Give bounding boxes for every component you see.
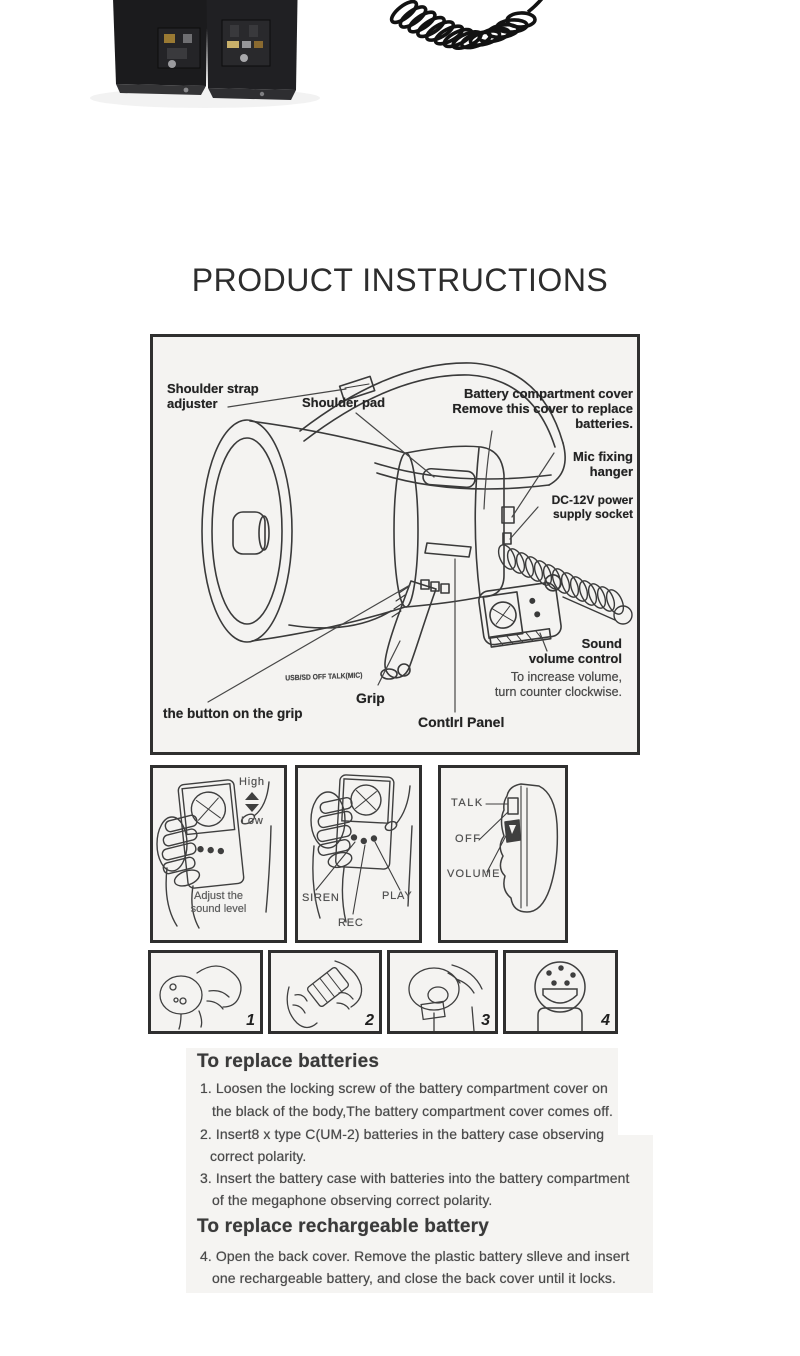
grip-art bbox=[380, 580, 437, 680]
megaphone-diagram-art bbox=[201, 362, 633, 713]
step-3-art bbox=[408, 964, 483, 1031]
caption-adjust-sound-level: Adjust the sound level bbox=[190, 890, 247, 915]
instructions-scan-bg-upper bbox=[186, 1048, 618, 1135]
instruction-line: correct polarity. bbox=[210, 1148, 307, 1164]
battery-cover-seam bbox=[474, 447, 481, 597]
instruction-line: 2. Insert8 x type C(UM-2) batteries in t… bbox=[200, 1126, 605, 1142]
shoulder-strap bbox=[299, 362, 566, 490]
step-1-art bbox=[159, 965, 242, 1030]
label-control-panel: Contlrl Panel bbox=[418, 714, 505, 730]
switch-pointer-lines bbox=[478, 803, 510, 873]
step-number: 3 bbox=[481, 1012, 490, 1029]
instructions-heading-rechargeable: To replace rechargeable battery bbox=[197, 1216, 490, 1237]
label-rec: REC bbox=[338, 917, 364, 929]
step-number: 2 bbox=[365, 1012, 374, 1029]
instruction-line: one rechargeable battery, and close the … bbox=[212, 1270, 617, 1286]
horn-cone-bottom bbox=[251, 606, 406, 642]
mic-device bbox=[177, 779, 245, 889]
product-photo-art bbox=[90, 0, 544, 108]
label-high: High bbox=[239, 776, 265, 788]
label-talk: TALK bbox=[451, 797, 484, 809]
step-2-art bbox=[286, 960, 363, 1029]
label-sound-volume: Sound volume control bbox=[528, 636, 622, 666]
product-photo bbox=[0, 0, 800, 120]
panel-talk-off-volume: TALK OFF VOLUME bbox=[438, 765, 568, 943]
step-number: 4 bbox=[601, 1012, 610, 1029]
instructions-scan-bg-lower bbox=[186, 1135, 653, 1293]
label-button-on-grip: the button on the grip bbox=[163, 706, 303, 721]
holding-hand bbox=[310, 791, 353, 923]
battery-pack-left bbox=[113, 0, 208, 95]
megaphone-horn bbox=[201, 419, 293, 643]
step-panel-4: 4 bbox=[503, 950, 618, 1034]
mic-cord-coil bbox=[497, 544, 633, 625]
page-title: PRODUCT INSTRUCTIONS bbox=[191, 262, 609, 298]
coiled-cord bbox=[389, 0, 544, 51]
high-low-arrows bbox=[245, 792, 259, 812]
label-grip: Grip bbox=[356, 690, 385, 706]
step-panel-1: 1 bbox=[148, 950, 263, 1034]
diagram-panel: Shoulder strap adjuster Shoulder pad Bat… bbox=[150, 334, 640, 755]
control-panel-slot bbox=[424, 542, 472, 558]
label-play: PLAY bbox=[382, 890, 413, 902]
hand-mic-art bbox=[478, 574, 562, 648]
shoulder-pad-art bbox=[422, 467, 476, 489]
mic-side-profile bbox=[499, 783, 559, 913]
panel-siren-rec-play: SIREN REC PLAY bbox=[295, 765, 422, 943]
strap-adjuster-buckle bbox=[338, 375, 376, 402]
label-dc-power: DC-12V power supply socket bbox=[551, 493, 633, 521]
instruction-line: 3. Insert the battery case with batterie… bbox=[200, 1170, 630, 1186]
label-battery-cover: Battery compartment cover Remove this co… bbox=[452, 386, 633, 431]
pointing-hand bbox=[384, 785, 413, 907]
label-sound-volume-note: To increase volume, turn counter clockwi… bbox=[494, 670, 622, 699]
talk-off-volume-art bbox=[478, 783, 559, 913]
horn-cone-top bbox=[249, 420, 406, 454]
step-panel-3: 3 bbox=[387, 950, 498, 1034]
label-shoulder-pad: Shoulder pad bbox=[302, 395, 386, 410]
label-volume: VOLUME bbox=[447, 868, 501, 880]
label-shoulder-strap-adjuster: Shoulder strap adjuster bbox=[167, 381, 259, 411]
holding-hand bbox=[156, 814, 201, 929]
megaphone-body bbox=[405, 445, 505, 608]
step-panel-2: 2 bbox=[268, 950, 382, 1034]
label-low: Low bbox=[241, 815, 264, 827]
instructions-heading-batteries: To replace batteries bbox=[197, 1051, 380, 1072]
mic-device bbox=[335, 774, 395, 870]
step-4-art bbox=[534, 961, 586, 1031]
step-number: 1 bbox=[246, 1012, 255, 1029]
body-front-ring bbox=[393, 452, 419, 608]
adjust-level-art bbox=[156, 779, 272, 929]
instruction-line: 4. Open the back cover. Remove the plast… bbox=[200, 1248, 630, 1264]
siren-rec-play-art bbox=[310, 774, 413, 923]
instruction-line: 1. Loosen the locking screw of the batte… bbox=[200, 1080, 608, 1096]
label-mic-hanger: Mic fixing hanger bbox=[573, 449, 633, 479]
instruction-line: of the megaphone observing correct polar… bbox=[212, 1192, 493, 1208]
button-pointer-lines bbox=[315, 841, 401, 915]
label-siren: SIREN bbox=[302, 892, 340, 904]
panel-adjust-level: High Low Adjust the sound level bbox=[150, 765, 287, 943]
label-off: OFF bbox=[455, 833, 482, 845]
body-underside bbox=[288, 610, 392, 629]
instruction-line: the black of the body,The battery compar… bbox=[212, 1103, 613, 1119]
pointer-lines bbox=[207, 388, 555, 713]
battery-pack-right bbox=[206, 0, 298, 100]
pointing-hand bbox=[240, 781, 272, 913]
